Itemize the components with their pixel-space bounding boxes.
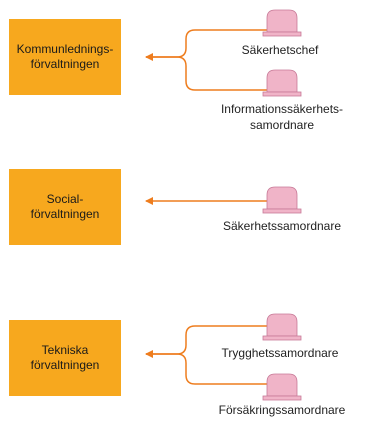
connector-tekniska-forsakring xyxy=(146,353,268,385)
person-icon xyxy=(262,69,302,97)
role-informationssakerhetssamordnare: Informationssäkerhets- samordnare xyxy=(220,102,344,132)
connector-tekniska-trygghet xyxy=(145,325,268,358)
person-icon xyxy=(262,186,302,214)
person-icon xyxy=(262,9,302,37)
person-icon xyxy=(262,373,302,401)
connector-kommunledning-sakerhetschef xyxy=(145,29,268,61)
department-kommunledningsforvaltningen: Kommunlednings- förvaltningen xyxy=(9,19,121,95)
role-trygghetssamordnare: Trygghetssamordnare xyxy=(221,346,339,360)
role-forsakringssamordnare: Försäkringssamordnare xyxy=(218,403,346,417)
person-icon xyxy=(262,313,302,341)
department-tekniskaforvaltningen: Tekniska förvaltningen xyxy=(9,320,121,396)
role-sakerhetschef: Säkerhetschef xyxy=(241,43,319,57)
connector-kommunledning-informationssakerhet xyxy=(146,56,268,91)
department-socialforvaltningen: Social- förvaltningen xyxy=(9,169,121,245)
role-sakerhetssamordnare: Säkerhetssamordnare xyxy=(222,219,342,233)
